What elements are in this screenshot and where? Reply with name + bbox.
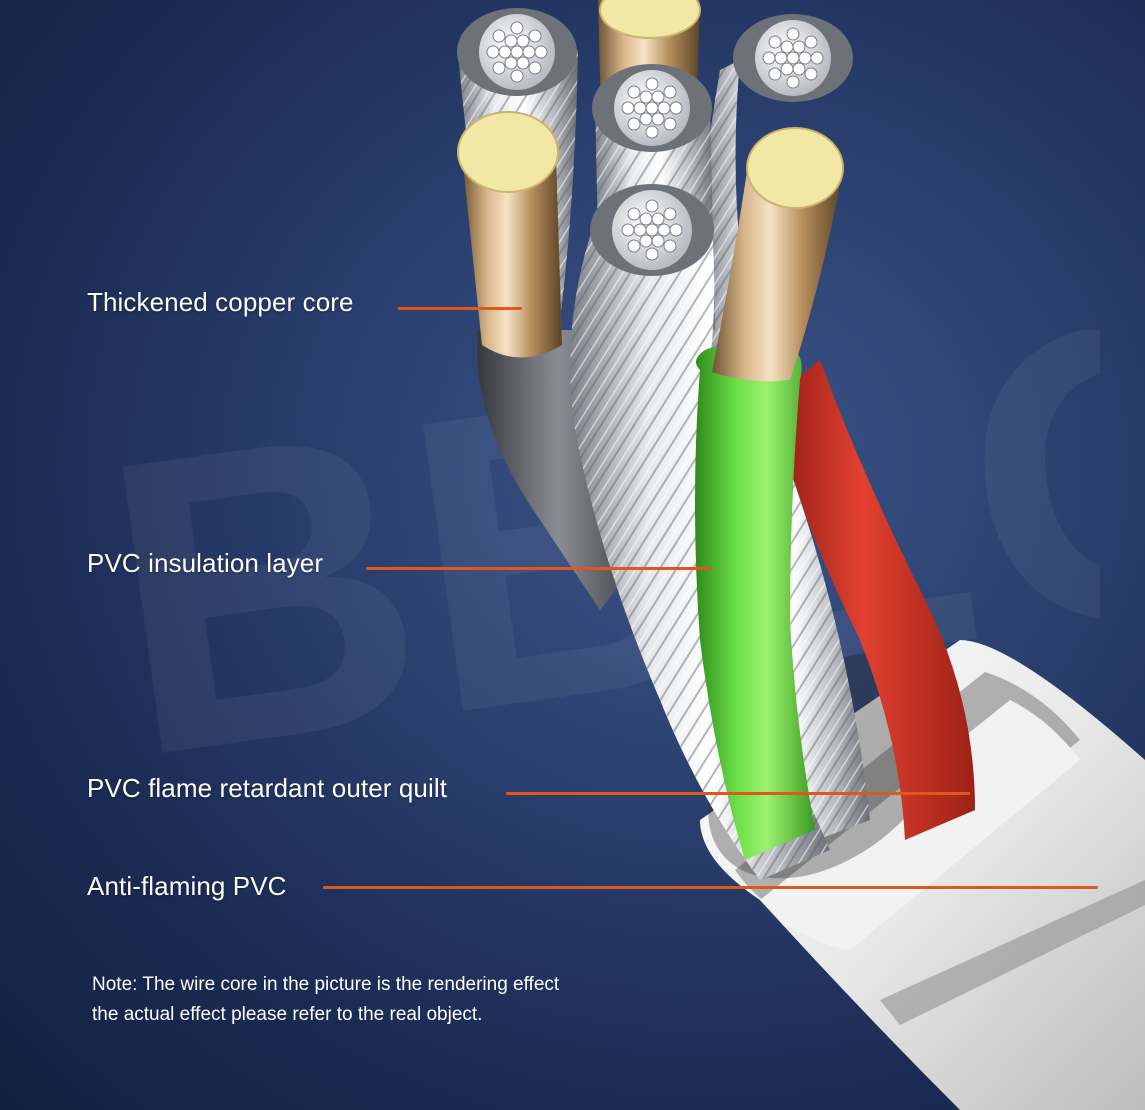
copper-core-left — [457, 111, 562, 358]
note-line-2: the actual effect please refer to the re… — [92, 1004, 483, 1025]
strand-end-back-left — [457, 8, 577, 96]
copper-core-top — [599, 0, 701, 39]
leader-line-copper-core — [398, 307, 522, 310]
label-copper-core: Thickened copper core — [87, 287, 354, 317]
red-wire — [770, 360, 975, 840]
label-insulation: PVC insulation layer — [87, 548, 324, 578]
note-line-1: Note: The wire core in the picture is th… — [92, 974, 560, 995]
strand-end-center — [592, 64, 712, 152]
grey-wire — [477, 330, 640, 610]
label-anti-flaming: Anti-flaming PVC — [87, 871, 287, 901]
leader-line-insulation — [366, 567, 712, 570]
strand-end-front — [590, 184, 714, 276]
disclaimer-note: Note: The wire core in the picture is th… — [92, 970, 559, 1030]
leader-line-anti-flaming — [323, 886, 1098, 889]
leader-line-outer-quilt — [506, 792, 970, 795]
copper-core-right — [712, 127, 844, 382]
green-wire — [695, 342, 815, 860]
strand-end-back-right — [733, 14, 853, 102]
label-outer-quilt: PVC flame retardant outer quilt — [87, 773, 448, 803]
